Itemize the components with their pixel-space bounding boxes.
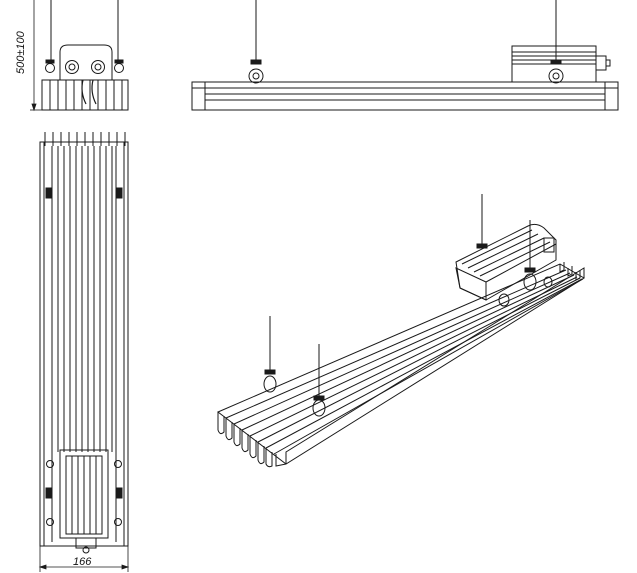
width-dimension (38, 546, 130, 572)
end-view-cable-gland-left (65, 60, 79, 74)
iso-profile (217, 263, 585, 465)
height-dimension (30, 0, 42, 112)
end-view: 500±100 (15, 0, 129, 112)
top-view-clip-upper-right (115, 187, 123, 199)
end-view-cable-gland-right (91, 60, 105, 74)
top-view-clip-lower-left (45, 487, 53, 499)
top-view-clip-upper-left (45, 187, 53, 199)
end-view-hook-left (45, 63, 55, 73)
end-view-driver-box (59, 44, 113, 81)
top-view-body (39, 141, 129, 547)
iso-hook-2 (312, 395, 326, 417)
iso-hook-3 (476, 243, 488, 249)
iso-hook-4 (523, 267, 537, 291)
side-view-profile (191, 81, 619, 111)
side-view (191, 0, 619, 111)
isometric-view (217, 194, 585, 468)
side-view-hook-left (248, 68, 264, 84)
iso-driver-box (455, 223, 557, 301)
top-view-driver (46, 449, 122, 554)
iso-hook-1 (263, 369, 277, 393)
height-dimension-label: 500±100 (15, 30, 27, 74)
top-view-fin-ends (44, 132, 126, 146)
top-view-clip-lower-right (115, 487, 123, 499)
end-view-fins (41, 79, 129, 111)
width-dimension-label: 166 (73, 556, 92, 568)
top-view: 166 (38, 132, 130, 572)
top-view-channels (51, 146, 117, 542)
side-view-hook-right (548, 68, 564, 84)
iso-fin-ends (217, 412, 287, 468)
end-view-hook-right (114, 63, 124, 73)
